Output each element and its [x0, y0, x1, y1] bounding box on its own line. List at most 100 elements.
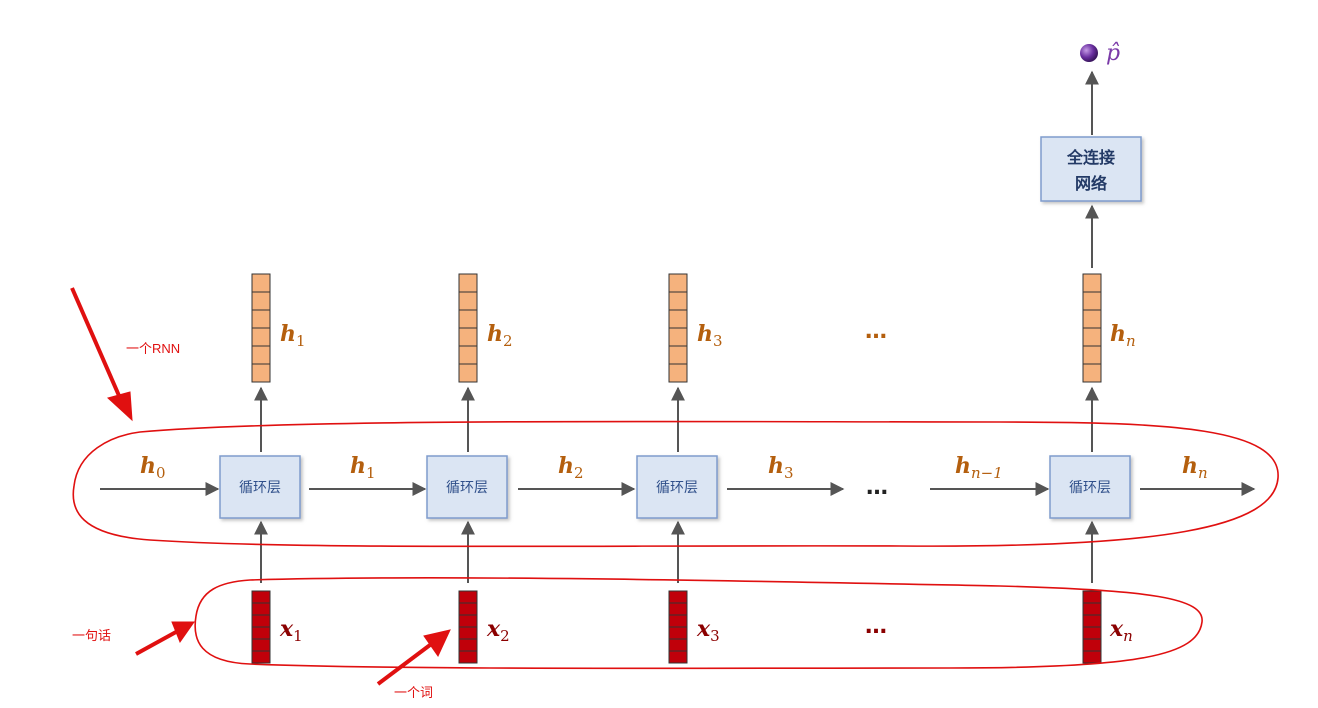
vector-cell: [668, 602, 688, 616]
rnn-cell-label: 循环层: [239, 480, 281, 496]
vector-cell: [251, 590, 271, 604]
vector-cell: [251, 291, 271, 311]
vector-cell: [458, 602, 478, 616]
output-p-hat: p̂: [1106, 41, 1120, 66]
vector-cell: [458, 345, 478, 365]
hidden-state-vectors: [251, 273, 1102, 383]
label-x3: x3: [696, 616, 720, 645]
vector-cell: [668, 345, 688, 365]
vector-cell: [1082, 327, 1102, 347]
vector-cell: [251, 327, 271, 347]
vector-cell: [668, 614, 688, 628]
vector-cell: [251, 345, 271, 365]
vector-cell: [458, 626, 478, 640]
sentence-loop: [194, 577, 1203, 670]
label-hn-1-chain: hn−1: [955, 453, 1003, 482]
vector-cell: [668, 309, 688, 329]
annotation-one-word: 一个词: [394, 685, 433, 700]
vector-cell: [458, 614, 478, 628]
ellipsis-input: …: [865, 614, 887, 639]
vector-cell: [251, 638, 271, 652]
hidden-vector-h1: [251, 273, 271, 383]
vector-cell: [668, 273, 688, 293]
input-vector-x3: [668, 590, 688, 664]
vector-cell: [1082, 345, 1102, 365]
vector-cell: [1082, 309, 1102, 329]
input-vector-x1: [251, 590, 271, 664]
vector-cell: [458, 590, 478, 604]
label-h3-top: h3: [697, 321, 723, 350]
annotation-marks: [72, 420, 1279, 670]
label-h0: h0: [140, 453, 166, 482]
output-node: p̂: [1080, 41, 1120, 66]
vector-cell: [251, 614, 271, 628]
label-x2: x2: [486, 616, 510, 645]
vector-cell: [251, 602, 271, 616]
hidden-vector-h2: [458, 273, 478, 383]
rnn-cell-n: 循环层: [1049, 455, 1131, 519]
annotation-one-sentence: 一句话: [72, 628, 111, 643]
annotation-arrows: [70, 287, 451, 686]
vector-cell: [251, 363, 271, 383]
rnn-cell-1: 循环层: [219, 455, 301, 519]
ellipsis-chain: …: [866, 475, 888, 500]
annotation-one-rnn: 一个RNN: [126, 341, 180, 356]
label-hn-chain: hn: [1182, 453, 1208, 482]
vector-cell: [458, 327, 478, 347]
vector-cell: [458, 363, 478, 383]
vector-cell: [1082, 602, 1102, 616]
input-labels: x1 x2 x3 xn …: [279, 614, 1133, 645]
ellipsis-hidden: …: [865, 319, 887, 344]
vector-cell: [668, 327, 688, 347]
vector-cell: [1082, 363, 1102, 383]
vector-cell: [1082, 626, 1102, 640]
vector-cell: [251, 650, 271, 664]
input-vector-xn: [1082, 590, 1102, 664]
label-h1-top: h1: [280, 321, 306, 350]
vector-cell: [668, 590, 688, 604]
label-h1-chain: h1: [350, 453, 376, 482]
recurrent-labels: h0 h1 h2 h3 hn−1 hn …: [140, 453, 1208, 500]
vector-cell: [251, 273, 271, 293]
rnn-cell-label: 循环层: [446, 480, 488, 496]
rnn-cell-label: 循环层: [656, 480, 698, 496]
rnn-cell-label: 循环层: [1069, 480, 1111, 496]
hidden-vector-h3: [668, 273, 688, 383]
label-h3-chain: h3: [768, 453, 794, 482]
label-x1: x1: [279, 616, 303, 645]
vector-cell: [668, 291, 688, 311]
vector-cell: [458, 638, 478, 652]
vector-cell: [1082, 650, 1102, 664]
vector-cell: [458, 309, 478, 329]
vector-cell: [1082, 291, 1102, 311]
vector-cell: [458, 273, 478, 293]
vertical-arrows: [254, 70, 1099, 583]
hidden-output-labels: h1 h2 h3 hn …: [280, 319, 1136, 350]
rnn-cell-2: 循环层: [426, 455, 508, 519]
rnn-cell-3: 循环层: [636, 455, 718, 519]
label-hn-top: hn: [1110, 321, 1136, 350]
input-vector-x2: [458, 590, 478, 664]
vector-cell: [458, 291, 478, 311]
vector-cell: [668, 650, 688, 664]
vector-cell: [1082, 590, 1102, 604]
fc-network-box: 全连接 网络: [1040, 136, 1142, 202]
vector-cell: [251, 626, 271, 640]
label-h2-top: h2: [487, 321, 513, 350]
vector-cell: [668, 363, 688, 383]
fc-label-line2: 网络: [1075, 174, 1107, 193]
vector-cell: [668, 626, 688, 640]
vector-cell: [1082, 273, 1102, 293]
vector-cell: [251, 309, 271, 329]
hidden-vector-hn: [1082, 273, 1102, 383]
fc-label-line1: 全连接: [1066, 148, 1115, 167]
vector-cell: [668, 638, 688, 652]
input-word-vectors: [251, 590, 1102, 664]
label-xn: xn: [1109, 616, 1133, 645]
vector-cell: [458, 650, 478, 664]
vector-cell: [1082, 638, 1102, 652]
vector-cell: [1082, 614, 1102, 628]
rnn-loop: [72, 420, 1279, 548]
label-h2-chain: h2: [558, 453, 584, 482]
